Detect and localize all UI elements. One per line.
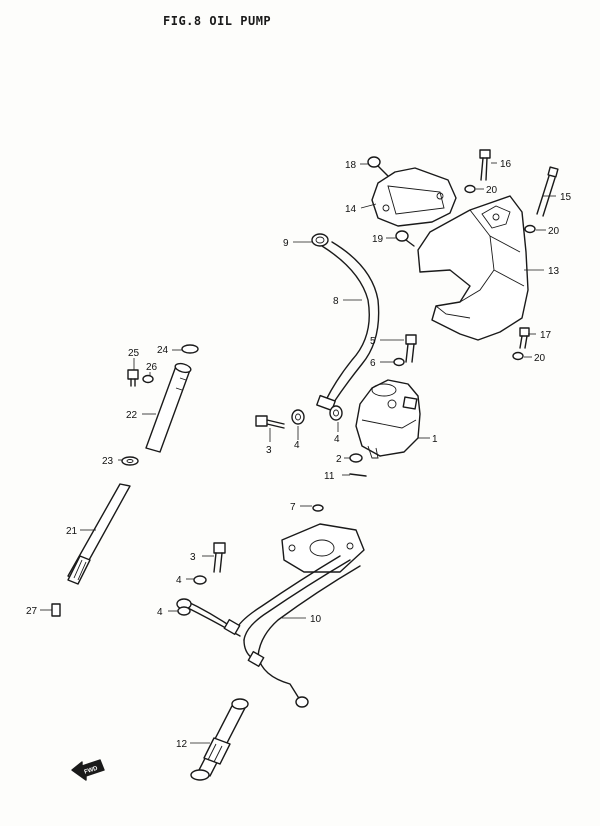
part-16-bolt [479, 149, 491, 181]
callout-21: 21 [66, 526, 78, 537]
part-14-cover-plate [371, 167, 457, 227]
callout-4-lower-a: 4 [176, 575, 182, 586]
callout-12: 12 [176, 739, 188, 750]
part-4-washer-upper-a [291, 409, 305, 425]
callout-16: 16 [500, 159, 512, 170]
callout-3-upper: 3 [266, 445, 272, 456]
part-4-washer-lower-b [177, 606, 191, 616]
callout-22: 22 [126, 410, 138, 421]
callout-5: 5 [370, 336, 376, 347]
part-8-oil-hose [316, 241, 380, 412]
callout-27: 27 [26, 606, 38, 617]
callout-4-upper-b: 4 [334, 434, 340, 445]
callout-3-lower: 3 [190, 552, 196, 563]
callout-26: 26 [146, 362, 158, 373]
callout-6: 6 [370, 358, 376, 369]
part-26-washer [142, 374, 154, 384]
part-3-bolt-lower [213, 542, 226, 573]
part-24-oring [181, 344, 199, 354]
part-10-oil-pipe-assembly [176, 523, 365, 708]
part-25-screw [127, 369, 139, 387]
callout-18: 18 [345, 160, 357, 171]
part-13-pump-cover [417, 195, 529, 341]
callout-8: 8 [333, 296, 339, 307]
callout-9: 9 [283, 238, 289, 249]
callout-2: 2 [336, 454, 342, 465]
callout-1: 1 [432, 434, 438, 445]
part-21-drive-shaft [67, 483, 131, 585]
callout-24: 24 [157, 345, 169, 356]
callout-25: 25 [128, 348, 140, 359]
fwd-arrow-icon: FWD [71, 759, 105, 781]
callout-17: 17 [540, 330, 552, 341]
callout-4-upper-a: 4 [294, 440, 300, 451]
part-5-bolt [405, 334, 417, 363]
part-23-washer [121, 456, 139, 466]
figure-title: FIG.8 OIL PUMP [163, 14, 272, 28]
part-15-long-bolt [536, 166, 559, 217]
callout-23: 23 [102, 456, 114, 467]
callout-11: 11 [324, 471, 335, 482]
part-4-washer-upper-b [329, 405, 343, 421]
part-4-washer-lower-a [193, 575, 207, 585]
part-6-washer [393, 357, 405, 367]
fwd-label: FWD [84, 766, 99, 776]
callout-13: 13 [548, 266, 560, 277]
callout-19: 19 [372, 234, 384, 245]
part-9-hose-clip [311, 233, 329, 247]
part-20-washer-b [524, 224, 536, 234]
part-22-sleeve [145, 362, 192, 453]
callout-20-a: 20 [486, 185, 498, 196]
callout-20-c: 20 [534, 353, 546, 364]
callout-4-lower-b: 4 [157, 607, 163, 618]
part-20-washer-a [464, 184, 476, 194]
callout-15: 15 [560, 192, 572, 203]
part-1-oil-pump [355, 379, 421, 459]
callout-7: 7 [290, 502, 296, 513]
part-2-oring [349, 453, 363, 463]
part-27-pin [51, 603, 61, 617]
callout-labels: 1 2 3 3 4 4 4 4 5 6 7 8 9 10 11 12 13 14… [26, 159, 572, 750]
part-20-washer-c [512, 351, 524, 361]
leader-lines [40, 162, 556, 744]
part-18-screw [367, 156, 389, 177]
part-11-pin [349, 473, 367, 477]
callout-10: 10 [310, 614, 322, 625]
part-12-driven-gear [190, 698, 249, 781]
callout-14: 14 [345, 204, 357, 215]
part-3-bolt-upper [255, 415, 285, 429]
part-7-oring [312, 504, 324, 512]
part-19-screw [395, 230, 415, 247]
callout-20-b: 20 [548, 226, 560, 237]
part-17-bolt [519, 327, 530, 349]
